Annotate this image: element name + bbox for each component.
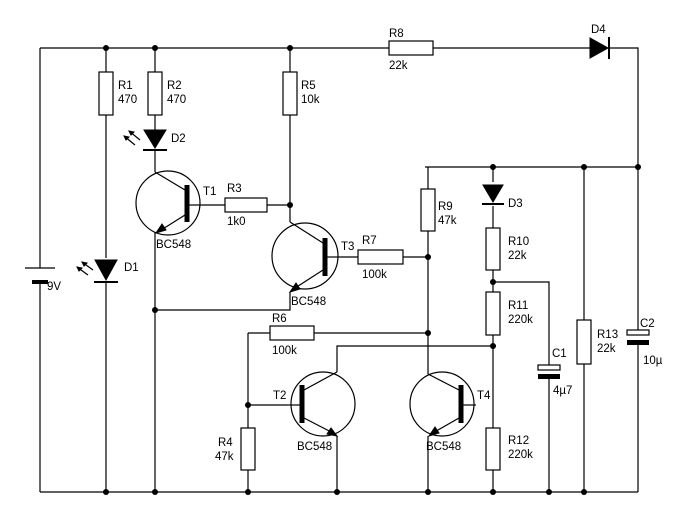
r8-value: 22k [389, 60, 408, 72]
r11-name: R11 [508, 300, 528, 312]
led-d1 [76, 259, 118, 283]
resistor-r12 [485, 427, 501, 471]
transistors [135, 170, 476, 437]
resistor-r4 [240, 427, 256, 471]
r7-value: 100k [362, 269, 387, 281]
diode-d3 [482, 184, 504, 205]
resistor-r6 [269, 325, 315, 341]
resistor-r9 [420, 188, 436, 232]
resistors [98, 40, 592, 471]
c1-value: 4µ7 [553, 385, 572, 397]
r1-value: 470 [118, 94, 137, 106]
t2-name: T2 [273, 390, 286, 402]
diodes [76, 37, 610, 283]
r11-value: 220k [508, 314, 533, 326]
r13-name: R13 [597, 329, 618, 341]
resistor-r1 [98, 71, 114, 116]
r1-name: R1 [118, 80, 133, 92]
capacitor-c2 [626, 329, 650, 345]
t3-type: BC548 [291, 296, 326, 308]
c1-name: C1 [552, 348, 567, 360]
d3-name: D3 [508, 198, 523, 210]
d2-name: D2 [171, 133, 186, 145]
diode-d4 [589, 37, 610, 59]
t4-name: T4 [477, 390, 491, 402]
battery-9v [25, 267, 55, 284]
r6-value: 100k [272, 345, 297, 357]
r5-name: R5 [301, 80, 316, 92]
t3-name: T3 [341, 241, 354, 253]
resistor-r13 [576, 319, 592, 365]
r2-value: 470 [167, 94, 186, 106]
capacitor-c1 [537, 364, 561, 379]
r10-value: 22k [508, 250, 527, 262]
r10-name: R10 [508, 236, 529, 248]
r4-name: R4 [218, 437, 233, 449]
transistor-t3 [271, 221, 340, 293]
junction-dots [103, 45, 641, 495]
transistor-t4 [409, 371, 476, 437]
r12-name: R12 [508, 435, 529, 447]
c2-name: C2 [640, 318, 655, 330]
r4-value: 47k [215, 451, 234, 463]
d1-name: D1 [124, 262, 139, 274]
t2-type: BC548 [297, 441, 332, 453]
battery-value: 9V [47, 281, 61, 293]
c2-value: 10µ [643, 355, 663, 367]
transistor-t2 [287, 371, 356, 437]
r7-name: R7 [362, 235, 377, 247]
r3-name: R3 [227, 183, 242, 195]
r2-name: R2 [167, 80, 182, 92]
r3-value: 1k0 [227, 216, 246, 228]
resistor-r10 [485, 227, 501, 271]
resistor-r8 [388, 40, 434, 56]
r8-name: R8 [389, 28, 404, 40]
transistor-t1 [135, 170, 202, 236]
resistor-r2 [147, 71, 163, 116]
wires [39, 47, 639, 493]
resistor-r7 [357, 249, 404, 265]
resistor-r3 [224, 197, 268, 213]
d4-name: D4 [591, 24, 606, 36]
t1-name: T1 [203, 186, 216, 198]
r9-value: 47k [438, 215, 457, 227]
capacitors [537, 329, 650, 379]
led-d2 [123, 129, 167, 151]
t1-type: BC548 [156, 239, 191, 251]
r12-value: 220k [508, 449, 533, 461]
resistor-r5 [282, 71, 298, 116]
r6-name: R6 [272, 313, 287, 325]
labels: R1 470 R2 470 R5 10k R8 22k D4 D2 T1 R3 … [47, 24, 663, 463]
r5-value: 10k [301, 94, 320, 106]
r9-name: R9 [438, 201, 453, 213]
r13-value: 22k [597, 343, 616, 355]
resistor-r11 [485, 291, 501, 336]
t4-type: BC548 [426, 441, 461, 453]
